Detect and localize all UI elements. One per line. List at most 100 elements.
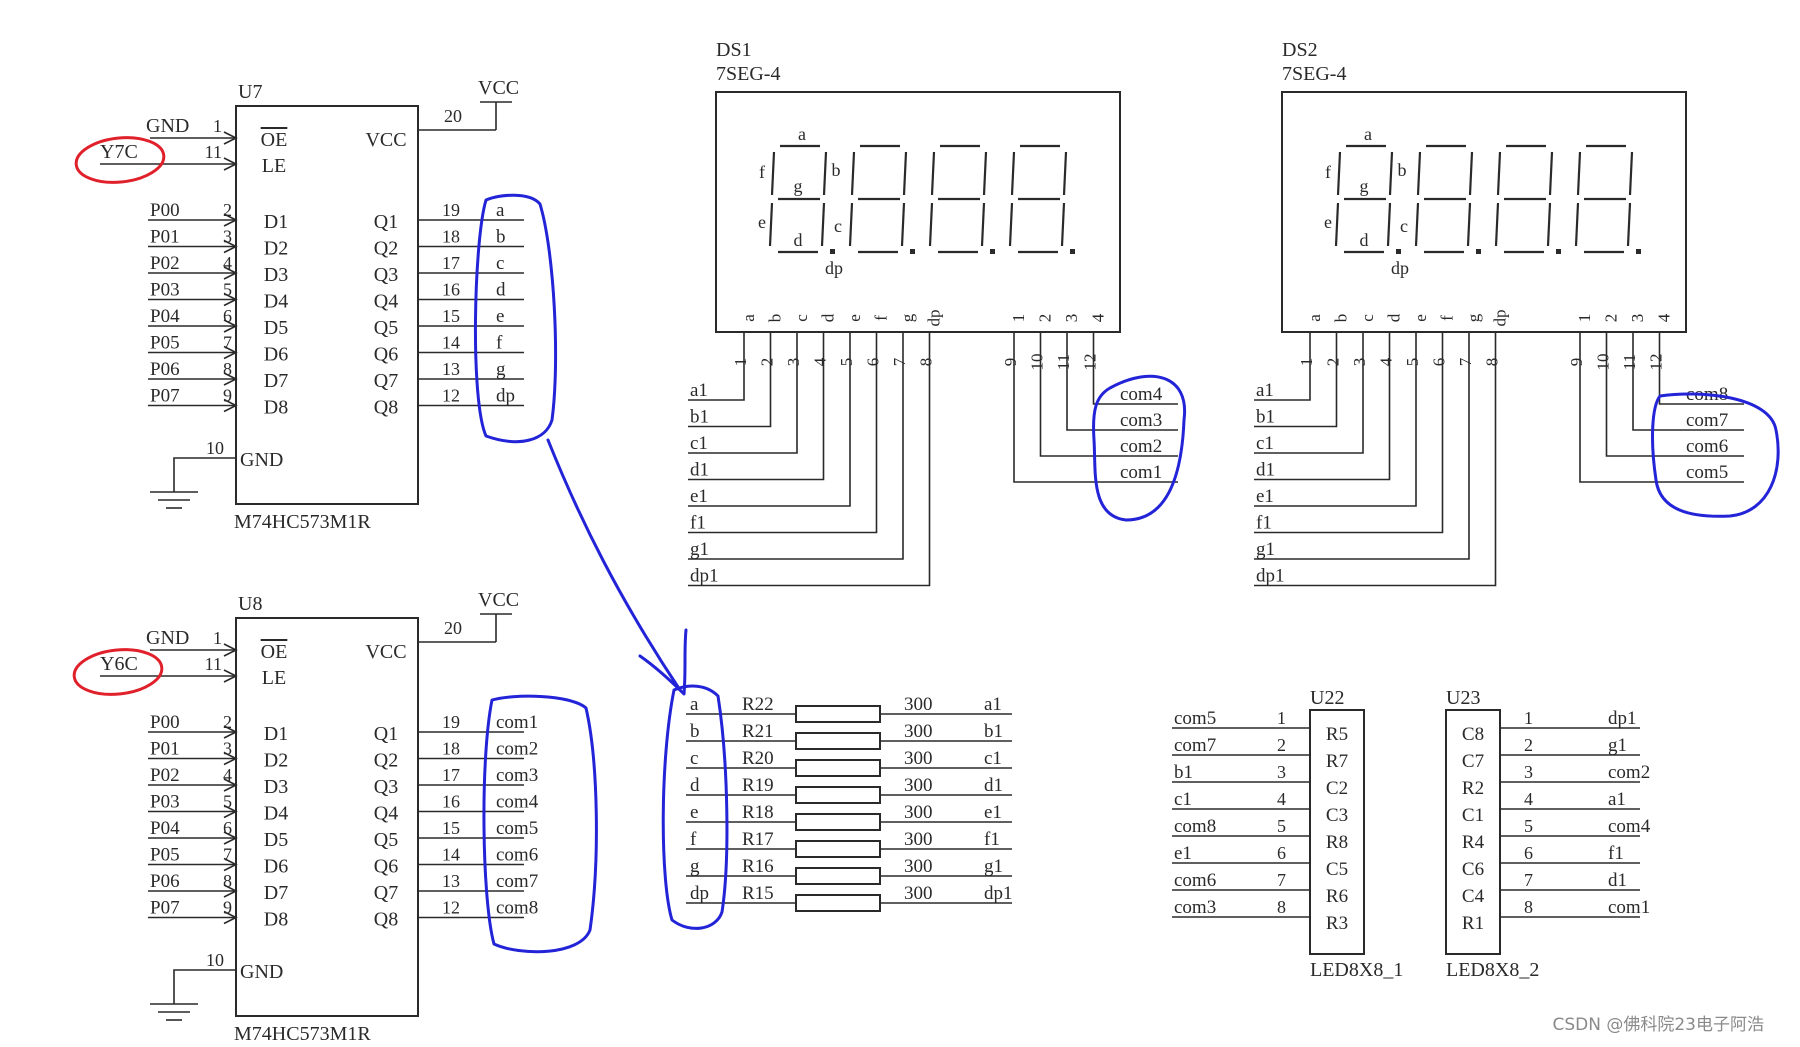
le-net-label: Y6C xyxy=(100,653,138,675)
display-digit xyxy=(848,144,915,254)
segment-label: e xyxy=(758,212,766,232)
segment-net-wire xyxy=(688,332,772,428)
pin-number: 4 xyxy=(1524,789,1533,809)
data-output-pin-label: Q7 xyxy=(374,370,398,392)
data-input-pin-label: D5 xyxy=(264,317,288,339)
segment-pin-label: e xyxy=(845,314,864,322)
resistor-value: 300 xyxy=(904,883,933,904)
display-digit xyxy=(1574,144,1641,254)
matrix-pin-label: R5 xyxy=(1326,724,1348,745)
oe-pin-label: OE xyxy=(261,129,288,151)
pin-number: 1 xyxy=(731,358,750,367)
data-input-net: P05 xyxy=(150,845,180,866)
digit-segment xyxy=(1496,151,1502,196)
display-part-number: 7SEG-4 xyxy=(716,63,780,85)
matrix-row-net: b1 xyxy=(1174,762,1193,783)
pin-number: 8 xyxy=(223,359,232,379)
highlight-loop-ds2-commons xyxy=(1651,392,1780,518)
segment-net-wire xyxy=(1254,332,1444,534)
display-digit xyxy=(1334,144,1401,254)
resistor-output-net: f1 xyxy=(984,829,1000,850)
data-output-net: b xyxy=(496,227,506,248)
segment-pin-label: dp xyxy=(1491,310,1510,327)
common-net-wire xyxy=(1039,332,1178,457)
pin-number: 7 xyxy=(223,845,232,865)
decimal-point xyxy=(990,249,995,254)
segment-net-label: g1 xyxy=(690,539,709,560)
data-input-pin-label: D3 xyxy=(264,776,288,798)
input-arrow xyxy=(223,751,238,766)
pin-number: 1 xyxy=(213,628,222,648)
resistor-output-net: e1 xyxy=(984,802,1002,823)
gnd-pin-wire xyxy=(173,457,236,492)
latch-ref: U7 xyxy=(238,81,262,103)
data-output-net: com3 xyxy=(496,765,538,786)
input-arrow xyxy=(223,804,238,819)
common-pin-label: 1 xyxy=(1575,314,1594,323)
digit-segment xyxy=(1010,151,1016,196)
input-arrow xyxy=(223,372,238,386)
resistor-value: 300 xyxy=(904,694,933,715)
segment-net-label: f1 xyxy=(1256,513,1272,534)
data-output-net: a xyxy=(496,200,505,221)
data-output-net: com1 xyxy=(496,712,538,733)
data-output-pin-label: Q2 xyxy=(374,750,398,772)
pin-number: 3 xyxy=(784,358,803,367)
latch-part-number: M74HC573M1R xyxy=(234,511,371,533)
common-pin-label: 1 xyxy=(1009,314,1028,323)
digit-segment xyxy=(1466,202,1472,247)
gnd-pin-wire xyxy=(173,969,236,1004)
pin-number: 9 xyxy=(1001,358,1020,367)
pin-number: 6 xyxy=(1430,358,1449,367)
data-input-net: P01 xyxy=(150,739,180,760)
data-output-net: com7 xyxy=(496,871,538,892)
input-arrow xyxy=(223,831,238,845)
segment-net-label: c1 xyxy=(1256,433,1274,454)
data-output-pin-label: Q5 xyxy=(374,317,398,339)
digit-segment xyxy=(1574,202,1580,247)
pin-number: 20 xyxy=(444,618,462,638)
matrix-row-net: com2 xyxy=(1608,762,1650,783)
common-pin-label: 4 xyxy=(1655,313,1674,322)
matrix-row-net: com7 xyxy=(1174,735,1216,756)
pin-number: 4 xyxy=(1377,357,1396,366)
data-output-net: f xyxy=(496,333,503,354)
pin-number: 5 xyxy=(223,280,232,300)
display-body xyxy=(715,91,1121,333)
data-input-net: P02 xyxy=(150,253,180,274)
pin-number: 8 xyxy=(223,871,232,891)
segment-net-wire xyxy=(1254,332,1364,454)
segment-net-wire xyxy=(688,332,745,401)
display-body xyxy=(1281,91,1687,333)
data-output-net: com5 xyxy=(496,818,538,839)
segment-label: c xyxy=(834,216,842,236)
resistor-ref: R15 xyxy=(742,883,774,904)
pin-number: 10 xyxy=(206,438,224,458)
digit-segment xyxy=(822,151,828,196)
digit-segment xyxy=(1628,151,1634,196)
data-input-net: P00 xyxy=(150,200,180,221)
input-arrow xyxy=(223,910,238,925)
pin-number: 5 xyxy=(1403,358,1422,367)
resistor-value: 300 xyxy=(904,721,933,742)
digit-segment xyxy=(980,202,986,247)
resistor-value: 300 xyxy=(904,775,933,796)
data-output-pin-label: Q4 xyxy=(374,291,398,313)
pin-number: 7 xyxy=(1277,870,1286,890)
digit-segment xyxy=(900,202,906,247)
decimal-point xyxy=(910,249,915,254)
display-part-number: 7SEG-4 xyxy=(1282,63,1346,85)
resistor-input-net: f xyxy=(690,829,697,850)
resistor-body xyxy=(795,840,881,858)
resistor-ref: R20 xyxy=(742,748,774,769)
data-input-net: P04 xyxy=(150,306,180,327)
pin-number: 14 xyxy=(442,845,460,865)
matrix-pin-label: C5 xyxy=(1326,859,1348,880)
display-digit xyxy=(928,144,995,254)
digit-segment xyxy=(1548,151,1554,196)
latch-ref: U8 xyxy=(238,593,262,615)
segment-pin-label: b xyxy=(1332,314,1351,323)
pin-number: 20 xyxy=(444,106,462,126)
pin-number: 2 xyxy=(758,358,777,367)
segment-pin-label: c xyxy=(792,314,811,322)
